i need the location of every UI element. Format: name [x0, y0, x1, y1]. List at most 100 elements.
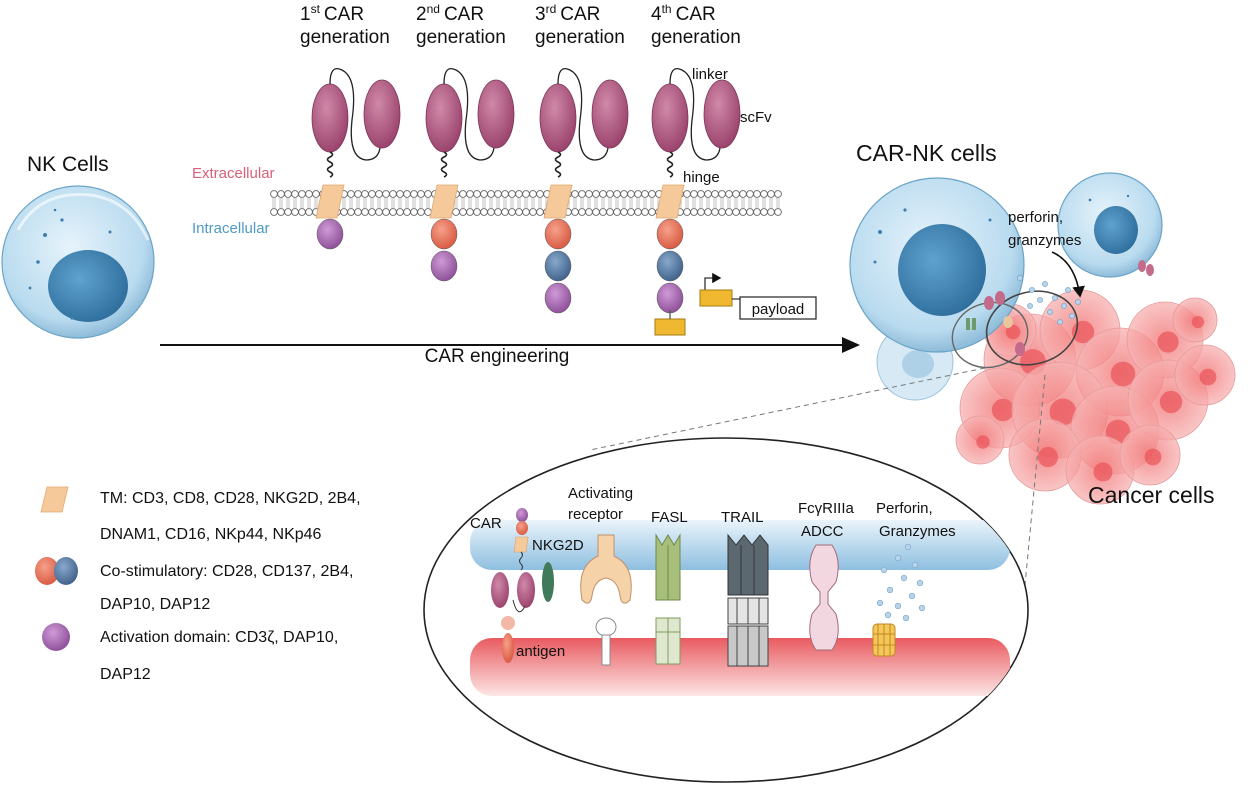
linker	[557, 67, 609, 161]
zoom-nkg2d-receptor	[542, 562, 554, 602]
scfv-domain	[703, 79, 741, 149]
tm-domain	[543, 184, 573, 219]
legend-tm-line2: DNAM1, CD16, NKp44, NKp46	[100, 526, 322, 543]
hinge	[666, 151, 674, 178]
legend-tm-line1: TM: CD3, CD8, CD28, NKG2D, 2B4,	[100, 490, 361, 507]
legend-costim-line1: Co-stimulatory: CD28, CD137, 2B4,	[100, 563, 353, 580]
legend-activation-icon	[42, 623, 70, 651]
tm-domain	[315, 184, 345, 219]
legend-costim-line2: DAP10, DAP12	[100, 596, 210, 613]
scfv-label: scFv	[740, 109, 772, 126]
car-gen4	[651, 67, 741, 314]
zoom-line-right	[1024, 374, 1046, 586]
activation-domain	[316, 218, 344, 250]
car-nk-cell-illustration	[849, 172, 1163, 401]
costim-domain	[656, 250, 684, 282]
car-gen1	[311, 67, 401, 250]
scfv-domain	[425, 83, 463, 153]
zoom-fcg-line2: ADCC	[801, 523, 844, 540]
zoom-perforin-dots	[876, 543, 926, 622]
scfv-domain	[539, 83, 577, 153]
car-engineering-label: CAR engineering	[425, 346, 570, 367]
legend: TM: CD3, CD8, CD28, NKG2D, 2B4, DNAM1, C…	[35, 486, 361, 683]
hinge	[326, 151, 334, 178]
car-nk-cells-title: CAR-NK cells	[856, 140, 997, 166]
tm-domain	[655, 184, 685, 219]
scfv-domain	[363, 79, 401, 149]
zoom-perforin-pore	[872, 623, 896, 657]
costim-domain	[544, 218, 572, 250]
payload-cassette: payload	[654, 272, 817, 336]
zoom-car-receptor	[491, 508, 554, 613]
zoom-fasl-label: FASL	[651, 509, 688, 526]
scfv-domain	[591, 79, 629, 149]
scfv-domain	[651, 83, 689, 153]
nk-cells-title: NK Cells	[27, 153, 109, 176]
zoom-fasl	[655, 533, 681, 665]
linker-label: linker	[692, 66, 728, 83]
extracellular-label: Extracellular	[192, 165, 275, 182]
legend-activation-line2: DAP12	[100, 666, 151, 683]
perforin-label-line1: perforin,	[1008, 209, 1063, 226]
linker	[329, 67, 381, 161]
car-constructs	[311, 67, 741, 314]
car-nk-nucleus	[898, 224, 986, 316]
zoom-activating-line2: receptor	[568, 506, 623, 523]
costim-domain	[430, 218, 458, 250]
zoom-trail-label: TRAIL	[721, 509, 764, 526]
zoom-fcg-line1: FcγRIIIa	[798, 500, 854, 517]
hinge-label: hinge	[683, 169, 720, 186]
zoom-perforin-line1: Perforin,	[876, 500, 933, 517]
costim-domain	[544, 250, 572, 282]
activation-domain	[656, 282, 684, 314]
gen1-header-line2: generation	[300, 27, 390, 48]
gen2-header-line2: generation	[416, 27, 506, 48]
synapse-outline	[951, 301, 1029, 369]
costim-domain	[656, 218, 684, 250]
hinge	[440, 151, 448, 178]
zoom-trail	[727, 533, 769, 667]
zoom-car-label: CAR	[470, 515, 502, 532]
cancer-cells-title: Cancer cells	[1088, 482, 1215, 508]
nk-nucleus	[48, 250, 128, 322]
promoter-box	[699, 289, 733, 307]
zoom-line-left	[589, 367, 986, 451]
synapse-receptors	[966, 260, 1154, 356]
intracellular-label: Intracellular	[192, 220, 270, 237]
tm-domain	[429, 184, 459, 219]
legend-costim-blue-icon	[54, 557, 78, 585]
granule-dots	[1017, 275, 1081, 325]
promoter-arrow-icon	[704, 272, 722, 290]
linker	[669, 67, 721, 161]
zoom-activating-line1: Activating	[568, 485, 633, 502]
nk-cell-illustration	[1, 185, 155, 339]
zoom-perforin-line2: Granzymes	[879, 523, 956, 540]
payload-box	[739, 296, 817, 320]
linker	[443, 67, 495, 161]
legend-tm-icon	[40, 486, 69, 513]
legend-activation-line1: Activation domain: CD3ζ, DAP10,	[100, 629, 338, 646]
payload-tag	[654, 318, 686, 336]
zoom-activating-receptor	[580, 534, 632, 666]
hinge	[554, 151, 562, 178]
gen4-header-line2: generation	[651, 27, 741, 48]
payload-label: payload	[752, 301, 805, 318]
zoom-antigen-label: antigen	[516, 643, 565, 660]
zoom-nkg2d-label: NKG2D	[532, 537, 584, 554]
zoom-fcgriiia	[809, 544, 839, 651]
gen3-header-line2: generation	[535, 27, 625, 48]
perforin-arrow	[1051, 251, 1085, 298]
zoom-antigen	[501, 616, 515, 663]
activation-domain	[544, 282, 572, 314]
scfv-domain	[311, 83, 349, 153]
scfv-domain	[477, 79, 515, 149]
zoom-inset: CAR NKG2D antigen Activating receptor FA…	[423, 437, 1029, 783]
car-gen3	[539, 67, 629, 314]
car-gen2	[425, 67, 515, 282]
